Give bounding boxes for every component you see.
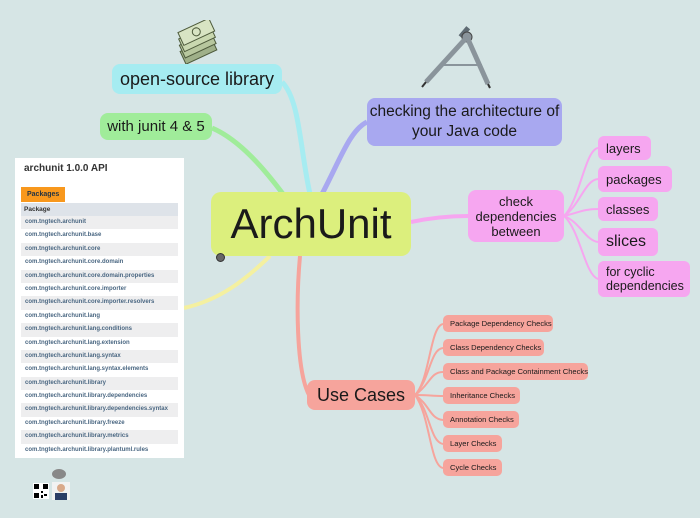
package-link[interactable]: com.tngtech.archunit.lang.conditions	[21, 323, 178, 337]
link-api-panel	[183, 254, 272, 310]
dependency-target-classes[interactable]: classes	[598, 197, 658, 221]
api-panel-title: archunit 1.0.0 API	[24, 163, 108, 174]
package-link[interactable]: com.tngtech.archunit.lang.syntax	[21, 349, 178, 364]
package-link[interactable]: com.tngtech.archunit.library.freeze	[25, 419, 125, 426]
package-column-header: Package	[21, 203, 178, 216]
link-architecture	[319, 119, 369, 196]
branch-architecture[interactable]: checking the architecture of your Java c…	[367, 98, 562, 146]
package-link[interactable]: com.tngtech.archunit.lang	[25, 312, 101, 319]
package-link[interactable]: com.tngtech.archunit.core.domain.propert…	[21, 269, 178, 283]
branch-junit[interactable]: with junit 4 & 5	[100, 113, 212, 140]
use-case-item[interactable]: Class and Package Containment Checks	[443, 363, 588, 380]
package-link[interactable]: com.tngtech.archunit.lang.syntax.element…	[25, 366, 149, 373]
package-list: com.tngtech.archunit com.tngtech.archuni…	[21, 216, 178, 457]
package-link[interactable]: com.tngtech.archunit.core.importer.resol…	[21, 296, 178, 310]
branch-use-cases[interactable]: Use Cases	[307, 380, 415, 410]
package-link[interactable]: com.tngtech.archunit.core.domain	[25, 259, 124, 266]
link-junit	[210, 125, 285, 196]
use-case-item[interactable]: Layer Checks	[443, 435, 502, 452]
use-case-item[interactable]: Annotation Checks	[443, 411, 519, 428]
author-avatar-icon	[52, 469, 70, 500]
link-dependencies	[410, 214, 469, 224]
central-topic[interactable]: ArchUnit	[211, 192, 411, 256]
use-case-item[interactable]: Package Dependency Checks	[443, 315, 553, 332]
dependency-target-packages[interactable]: packages	[598, 166, 672, 192]
package-link[interactable]: com.tngtech.archunit.library.metrics	[21, 430, 178, 444]
package-link[interactable]: com.tngtech.archunit	[21, 216, 178, 230]
qr-code-icon	[33, 483, 49, 499]
package-link[interactable]: com.tngtech.archunit.library.dependencie…	[25, 393, 148, 400]
dependency-target-cyclic[interactable]: for cyclic dependencies	[598, 261, 690, 297]
compass-icon	[421, 26, 491, 89]
use-case-item[interactable]: Inheritance Checks	[443, 387, 520, 404]
branch-check-dependencies[interactable]: check dependencies between	[468, 190, 564, 242]
tab-packages[interactable]: Packages	[21, 187, 66, 202]
package-link[interactable]: com.tngtech.archunit.library.dependencie…	[21, 403, 178, 417]
dependency-target-slices[interactable]: slices	[598, 228, 658, 256]
link-open-source	[280, 80, 313, 195]
package-link[interactable]: com.tngtech.archunit.core.importer	[25, 285, 127, 292]
branch-open-source[interactable]: open-source library	[112, 64, 282, 94]
package-link[interactable]: com.tngtech.archunit.core	[21, 242, 178, 257]
money-icon	[177, 20, 218, 65]
package-link[interactable]: com.tngtech.archunit.base	[25, 232, 102, 239]
link-use-cases	[295, 255, 311, 396]
api-docs-panel: archunit 1.0.0 API Packages Package com.…	[15, 158, 184, 458]
package-link[interactable]: com.tngtech.archunit.library	[21, 376, 178, 391]
use-case-item[interactable]: Cycle Checks	[443, 459, 502, 476]
package-link[interactable]: com.tngtech.archunit.library.plantuml.ru…	[25, 446, 149, 453]
use-case-item[interactable]: Class Dependency Checks	[443, 339, 544, 356]
dependency-target-layers[interactable]: layers	[598, 136, 651, 160]
collapse-dot-icon[interactable]	[216, 253, 225, 262]
package-link[interactable]: com.tngtech.archunit.lang.extension	[25, 339, 130, 346]
